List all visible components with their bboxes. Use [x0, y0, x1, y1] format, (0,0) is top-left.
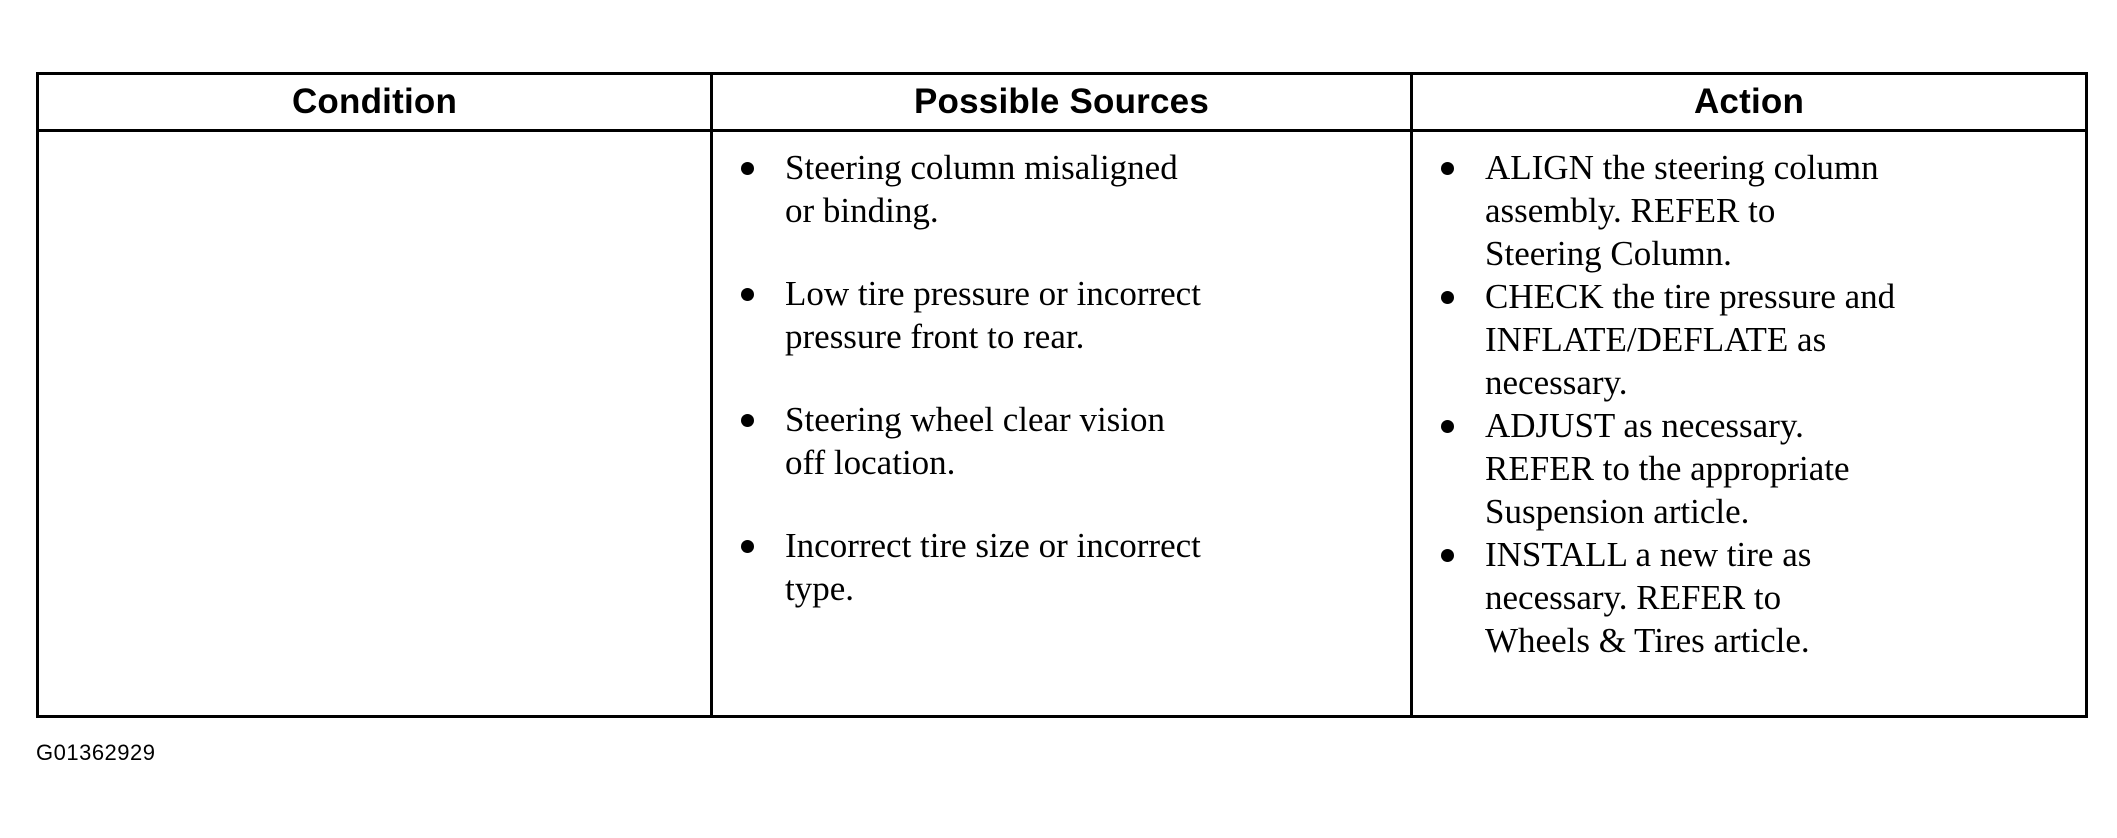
possible-sources-content: Steering column misaligned or binding. L…	[713, 132, 1410, 715]
diagnosis-table: Condition Possible Sources Action	[36, 72, 2088, 718]
list-item-label: Steering wheel clear vision off location…	[785, 400, 1166, 482]
condition-content	[39, 132, 710, 715]
possible-sources-list: Steering column misaligned or binding. L…	[723, 146, 1400, 610]
column-header-action: Action	[1410, 72, 2088, 132]
list-item: Steering column misaligned or binding.	[723, 146, 1400, 232]
list-item: Incorrect tire size or incorrect type.	[723, 524, 1400, 610]
list-item-label: ADJUST as necessary. REFER to the approp…	[1485, 406, 1850, 531]
bullet-icon	[741, 288, 754, 301]
list-item-label: Steering column misaligned or binding.	[785, 148, 1178, 230]
list-item: Low tire pressure or incorrect pressure …	[723, 272, 1400, 358]
list-item-label: Low tire pressure or incorrect pressure …	[785, 274, 1201, 356]
action-content: ALIGN the steering column assembly. REFE…	[1413, 132, 2085, 715]
column-header-possible-sources: Possible Sources	[710, 72, 1413, 132]
table-header-row: Condition Possible Sources Action	[36, 72, 2088, 132]
bullet-icon	[741, 414, 754, 427]
cell-possible-sources: Steering column misaligned or binding. L…	[710, 129, 1413, 718]
list-item: Steering wheel clear vision off location…	[723, 398, 1400, 484]
bullet-icon	[1441, 549, 1454, 562]
list-item: ALIGN the steering column assembly. REFE…	[1423, 146, 2075, 275]
figure-caption-id: G01362929	[36, 740, 156, 765]
table-row: Steering column misaligned or binding. L…	[36, 129, 2088, 718]
list-item: INSTALL a new tire as necessary. REFER t…	[1423, 533, 2075, 662]
list-item-label: ALIGN the steering column assembly. REFE…	[1485, 148, 1879, 273]
bullet-icon	[1441, 162, 1454, 175]
bullet-icon	[741, 162, 754, 175]
bullet-icon	[1441, 420, 1454, 433]
cell-condition	[36, 129, 713, 718]
list-item-label: CHECK the tire pressure and INFLATE/DEFL…	[1485, 277, 1896, 402]
cell-action: ALIGN the steering column assembly. REFE…	[1410, 129, 2088, 718]
list-item: ADJUST as necessary. REFER to the approp…	[1423, 404, 2075, 533]
action-list: ALIGN the steering column assembly. REFE…	[1423, 146, 2075, 662]
column-header-condition: Condition	[36, 72, 713, 132]
list-item: CHECK the tire pressure and INFLATE/DEFL…	[1423, 275, 2075, 404]
list-item-label: Incorrect tire size or incorrect type.	[785, 526, 1201, 608]
bullet-icon	[1441, 291, 1454, 304]
list-item-label: INSTALL a new tire as necessary. REFER t…	[1485, 535, 1812, 660]
bullet-icon	[741, 540, 754, 553]
